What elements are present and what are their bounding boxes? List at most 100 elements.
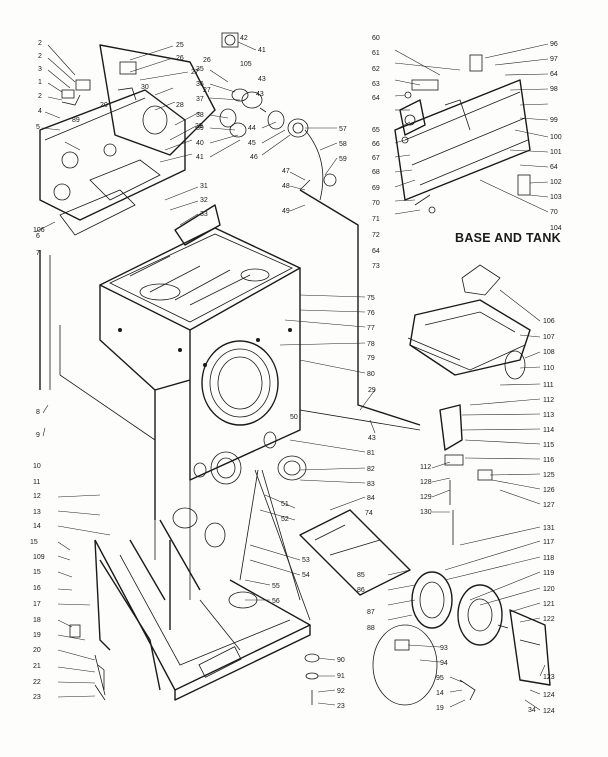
callout-label: 30 xyxy=(141,84,149,91)
callout-label: 116 xyxy=(543,457,554,464)
callout-label: 107 xyxy=(543,334,555,341)
callout-label: 87 xyxy=(367,609,375,616)
callout-label: 69 xyxy=(372,185,380,192)
callout-label: 28 xyxy=(176,102,184,109)
callout-label: 102 xyxy=(550,179,562,186)
callout-label: 66 xyxy=(372,141,380,148)
callout-label: 29 xyxy=(195,123,203,130)
callout-label: 27 xyxy=(203,87,211,94)
callout-label: 38 xyxy=(196,112,204,119)
callout-label: 119 xyxy=(543,570,554,577)
callout-label: 57 xyxy=(339,126,347,133)
callout-label: 14 xyxy=(436,690,444,697)
callout-label: 59 xyxy=(339,156,347,163)
top-parts-cluster xyxy=(174,32,337,246)
callout-label: 4 xyxy=(38,108,42,115)
section-title: BASE AND TANK xyxy=(455,231,561,245)
callout-label: 19 xyxy=(33,632,41,639)
callout-label: 117 xyxy=(543,539,554,546)
callout-label: 35 xyxy=(196,66,204,73)
callout-label: 108 xyxy=(543,349,555,356)
callout-label: 106 xyxy=(33,227,45,234)
callout-label: 94 xyxy=(440,660,448,667)
callout-label: 113 xyxy=(543,412,554,419)
callout-label: 129 xyxy=(420,494,432,501)
pump-drain-assembly xyxy=(407,264,531,545)
callout-label: 10 xyxy=(33,463,41,470)
callout-label: 40 xyxy=(196,140,204,147)
callout-label: 7 xyxy=(36,250,40,257)
callout-label: 46 xyxy=(250,154,258,161)
callout-label: 81 xyxy=(367,450,375,457)
callout-label: 54 xyxy=(302,572,310,579)
callout-label: 70 xyxy=(372,200,380,207)
callout-label: 68 xyxy=(372,169,380,176)
callout-label: 17 xyxy=(33,601,41,608)
motor-pulley-assembly xyxy=(372,571,551,706)
callout-label: 23 xyxy=(337,703,345,710)
callout-label: 32 xyxy=(200,197,208,204)
callout-label: 16 xyxy=(33,585,41,592)
callout-labels: 2 2 3 1 2 4 5 6 7 8 9 10 11 12 13 14 15 … xyxy=(30,35,562,715)
callout-label: 98 xyxy=(550,86,558,93)
callout-label: 64 xyxy=(372,95,380,102)
callout-label: 64 xyxy=(550,164,558,171)
callout-label: 114 xyxy=(543,427,554,434)
callout-label: 88 xyxy=(367,625,375,632)
callout-label: 97 xyxy=(550,56,558,63)
callout-label: 37 xyxy=(196,96,204,103)
callout-label: 43 xyxy=(256,91,264,98)
callout-label: 43 xyxy=(368,435,376,442)
callout-label: 39 xyxy=(196,125,204,132)
callout-label: 31 xyxy=(200,183,208,190)
callout-label: 90 xyxy=(337,657,345,664)
callout-label: 115 xyxy=(543,442,554,449)
callout-label: 103 xyxy=(550,194,562,201)
callout-label: 53 xyxy=(302,557,310,564)
callout-label: 86 xyxy=(357,587,365,594)
callout-label: 23 xyxy=(33,694,41,701)
callout-label: 12 xyxy=(33,493,41,500)
callout-label: 106 xyxy=(543,318,555,325)
callout-label: 70 xyxy=(550,209,558,216)
callout-label: 26 xyxy=(203,57,211,64)
callout-label: 93 xyxy=(440,645,448,652)
callout-label: 36 xyxy=(196,81,204,88)
leader-lines xyxy=(34,41,549,711)
upper-right-assembly xyxy=(394,54,531,214)
callout-label: 83 xyxy=(367,481,375,488)
callout-label: 112 xyxy=(420,464,431,471)
callout-label: 64 xyxy=(372,248,380,255)
callout-label: 122 xyxy=(543,616,555,623)
callout-label: 92 xyxy=(337,688,345,695)
callout-label: 77 xyxy=(367,325,375,332)
callout-label: 11 xyxy=(33,479,40,486)
callout-label: 2 xyxy=(38,93,42,100)
callout-label: 50 xyxy=(290,414,298,421)
callout-label: 75 xyxy=(367,295,375,302)
callout-label: 78 xyxy=(367,341,375,348)
callout-label: 118 xyxy=(543,555,554,562)
callout-label: 65 xyxy=(372,127,380,134)
callout-label: 125 xyxy=(543,472,555,479)
callout-label: 96 xyxy=(550,41,558,48)
callout-label: 79 xyxy=(367,355,375,362)
callout-label: 123 xyxy=(543,674,555,681)
callout-label: 101 xyxy=(550,149,562,156)
callout-label: 27 xyxy=(191,69,199,76)
callout-label: 58 xyxy=(339,141,347,148)
callout-label: 33 xyxy=(200,211,208,218)
callout-label: 111 xyxy=(543,382,554,389)
callout-label: 41 xyxy=(258,47,266,54)
cabinet-frame xyxy=(59,189,421,560)
callout-label: 1 xyxy=(38,79,42,86)
callout-label: 100 xyxy=(550,134,562,141)
callout-label: 21 xyxy=(33,663,41,670)
callout-label: 73 xyxy=(372,263,380,270)
base-frame xyxy=(69,469,311,701)
callout-label: 124 xyxy=(543,708,555,715)
callout-label: 85 xyxy=(357,572,365,579)
callout-label: 84 xyxy=(367,495,375,502)
